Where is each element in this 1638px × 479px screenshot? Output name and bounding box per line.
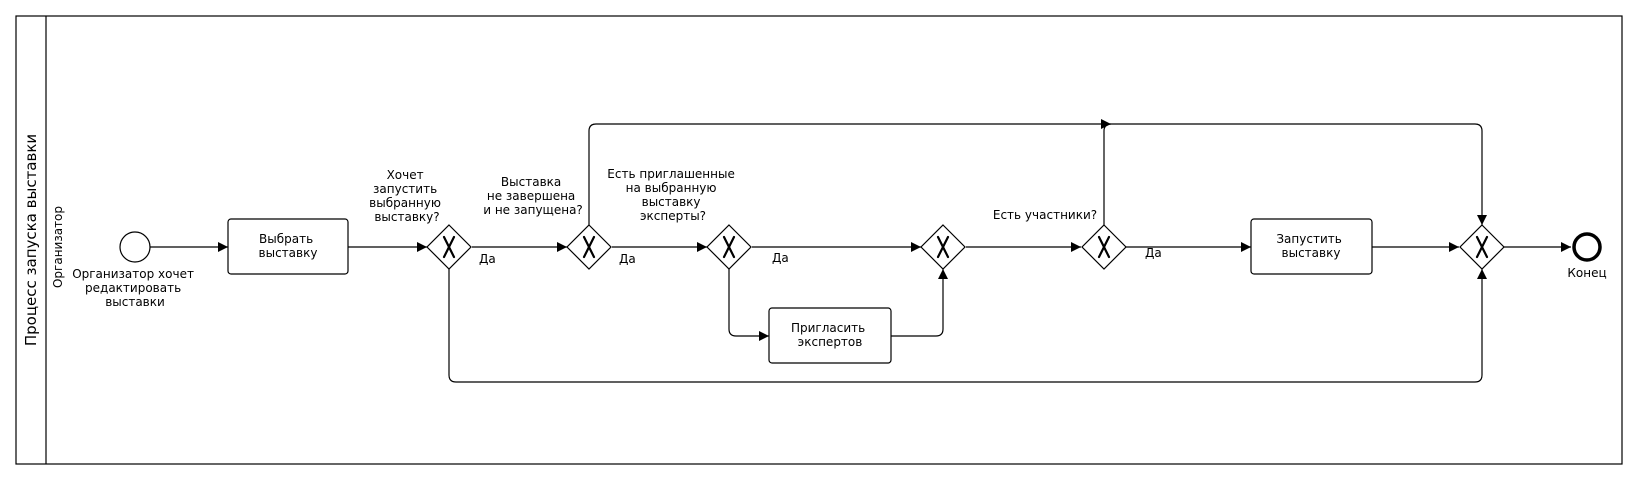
flow-g2-to-g6 [588, 123, 1487, 225]
sequence-flows [150, 119, 1571, 383]
gateway-not-finished-label: Выставка не завершена и не запущена? [483, 175, 583, 217]
gateway-not-finished[interactable] [566, 224, 612, 270]
gateway-experts-invited-label: Есть приглашенные на выбранную выставку … [607, 167, 738, 223]
exclusive-x-icon [722, 235, 736, 259]
exclusive-x-icon [1097, 235, 1111, 259]
start-event-label: Организатор хочет редактировать выставки [72, 267, 198, 309]
end-event-label: Конец [1567, 266, 1606, 280]
start-event[interactable] [119, 231, 151, 263]
exclusive-x-icon [442, 235, 456, 259]
exclusive-x-icon [582, 235, 596, 259]
task-invite-label: Пригласить экспертов [791, 321, 869, 349]
flow-label-yes: Да [479, 252, 496, 266]
flow-label-yes: Да [772, 251, 789, 265]
lane-title: Организатор [51, 206, 65, 288]
gateway-has-participants-label: Есть участники? [993, 208, 1097, 222]
gateway-has-participants[interactable] [1081, 224, 1127, 270]
gateway-merge-end[interactable] [1459, 224, 1505, 270]
flow-g5-to-g6 [1100, 119, 1112, 225]
flow-label-yes: Да [619, 252, 636, 266]
gateway-want-to-launch-label: Хочет запустить выбранную выставку? [369, 168, 445, 224]
pool: Процесс запуска выставки Организатор [15, 15, 1623, 465]
end-event[interactable] [1572, 232, 1602, 262]
flow-label-yes: Да [1145, 246, 1162, 260]
exclusive-x-icon [936, 235, 950, 259]
task-select-exhibition[interactable]: Выбрать выставку [227, 218, 349, 275]
task-launch-label: Запустить выставку [1276, 232, 1345, 260]
gateway-experts-invited[interactable] [706, 224, 752, 270]
task-select-label: Выбрать выставку [259, 232, 318, 260]
flow-g1-to-g6 [448, 269, 1487, 383]
task-launch-exhibition[interactable]: Запустить выставку [1250, 218, 1373, 275]
task-invite-experts[interactable]: Пригласить экспертов [768, 307, 892, 364]
pool-title: Процесс запуска выставки [22, 134, 40, 346]
gateway-want-to-launch[interactable] [426, 224, 472, 270]
gateway-merge-experts[interactable] [920, 224, 966, 270]
flow-g3-to-invite [728, 269, 769, 341]
exclusive-x-icon [1475, 235, 1489, 259]
flow-invite-to-g4 [891, 269, 948, 337]
